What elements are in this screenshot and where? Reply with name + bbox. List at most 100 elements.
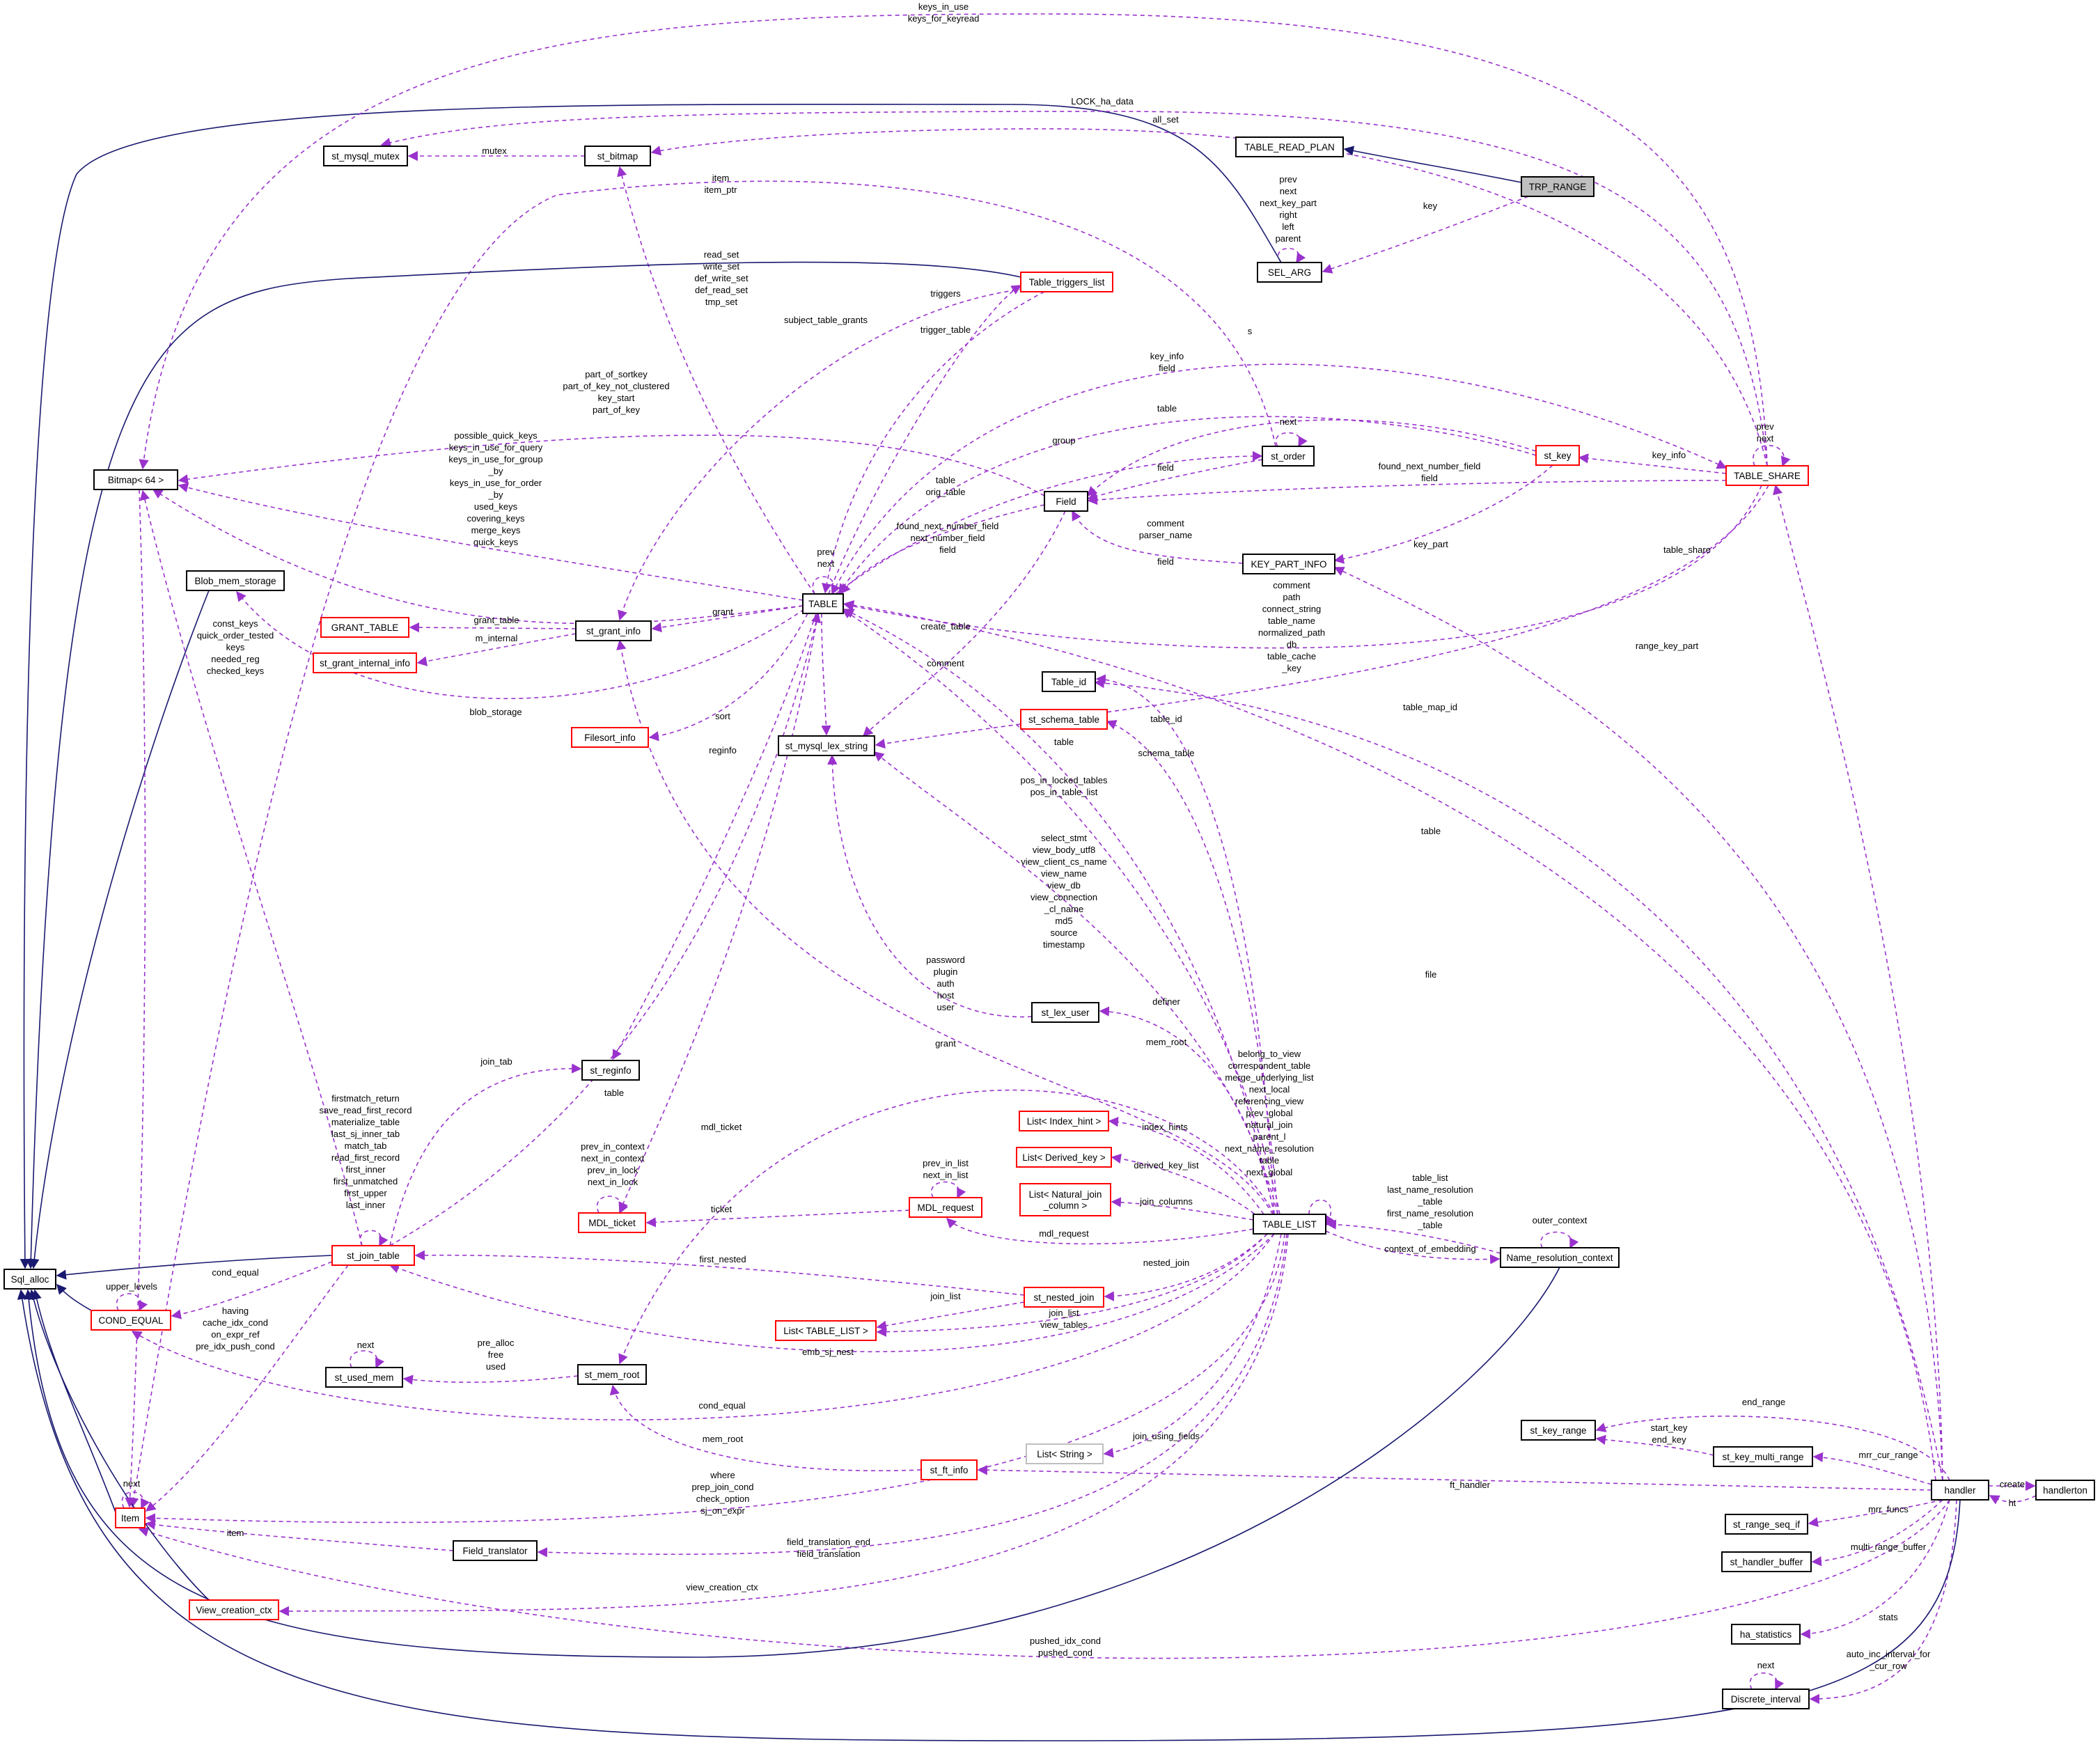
node-box (778, 735, 875, 756)
node-grant-table[interactable]: GRANT_TABLE (320, 617, 409, 638)
node-st-grant-info[interactable]: st_grant_info (575, 620, 652, 641)
e-item-sqlalloc (31, 1289, 116, 1513)
e-tablelist-fieldtrans (537, 1233, 1287, 1558)
node-st-used-mem[interactable]: st_used_mem (325, 1367, 403, 1388)
node-key-part-info[interactable]: KEY_PART_INFO (1242, 554, 1335, 574)
node-table-list[interactable]: TABLE_LIST (1253, 1214, 1326, 1235)
node-st-mysql-mutex[interactable]: st_mysql_mutex (323, 146, 408, 166)
node-box (1253, 1214, 1326, 1235)
node-box (1721, 1551, 1812, 1572)
node-label: List< Index_hint > (1027, 1116, 1102, 1127)
node-name-resolution-context[interactable]: Name_resolution_context (1500, 1247, 1620, 1268)
node-trp-range[interactable]: TRP_RANGE (1521, 176, 1594, 197)
node-filesort-info[interactable]: Filesort_info (571, 727, 649, 748)
edge-label-mrr-cur-range: mrr_cur_range (1858, 1450, 1918, 1460)
node-st-order[interactable]: st_order (1262, 446, 1315, 467)
node-item[interactable]: Item (115, 1507, 146, 1528)
node-box (775, 1320, 877, 1341)
node-sql-alloc[interactable]: Sql_alloc (3, 1269, 56, 1290)
edge-label-table-join: table (604, 1088, 624, 1098)
node-label: Blob_mem_storage (194, 576, 276, 586)
e-field-lexstring (862, 510, 1066, 737)
node-bitmap64[interactable]: Bitmap< 64 > (93, 469, 178, 490)
e-tablelist-mdlrequest (946, 1217, 1254, 1245)
edge-label-key: key (1423, 201, 1438, 211)
e-share-stkey (1578, 453, 1727, 474)
edge-label-mem-root-ft: mem_root (703, 1434, 744, 1444)
node-st-range-seq-if[interactable]: st_range_seq_if (1725, 1514, 1808, 1535)
e-multirange-keyrange (1595, 1434, 1714, 1456)
node-label: st_key_range (1530, 1425, 1586, 1436)
node-list-string[interactable]: List< String > (1026, 1443, 1104, 1464)
edge-label-nested-join: nested_join (1143, 1258, 1190, 1268)
node-list-derived-key[interactable]: List< Derived_key > (1016, 1147, 1112, 1168)
node-st-nested-join[interactable]: st_nested_join (1024, 1287, 1104, 1308)
node-mdl-ticket[interactable]: MDL_ticket (578, 1212, 646, 1233)
node-st-mem-root[interactable]: st_mem_root (577, 1364, 647, 1385)
e-tablelist-table-create (843, 609, 1275, 1215)
node-handler[interactable]: handler (1931, 1480, 1989, 1501)
node-table-share[interactable]: TABLE_SHARE (1725, 465, 1809, 486)
node-label: st_join_table (347, 1251, 400, 1261)
node-table-id[interactable]: Table_id (1042, 671, 1096, 692)
node-label: TRP_RANGE (1529, 182, 1587, 192)
node-st-key-range[interactable]: st_key_range (1521, 1420, 1596, 1441)
node-ha-statistics[interactable]: ha_statistics (1731, 1624, 1801, 1645)
node-st-handler-buffer[interactable]: st_handler_buffer (1721, 1551, 1812, 1572)
node-table[interactable]: TABLE (802, 593, 844, 614)
e-order-field (1087, 459, 1263, 501)
edge-label-ht: ht (2009, 1498, 2016, 1508)
e-handler-item (138, 1499, 1950, 1659)
node-st-key-multi-range[interactable]: st_key_multi_range (1713, 1446, 1813, 1467)
node-st-key[interactable]: st_key (1535, 445, 1580, 466)
node-box (93, 469, 178, 490)
node-view-creation-ctx[interactable]: View_creation_ctx (189, 1599, 279, 1620)
node-label: st_lex_user (1041, 1008, 1090, 1018)
e-share-lexstring (875, 485, 1769, 749)
node-table-read-plan[interactable]: TABLE_READ_PLAN (1235, 136, 1344, 157)
e-tablelist-natural (1111, 1197, 1254, 1221)
e-nested-listtl (876, 1301, 1025, 1331)
node-list-natural-join-column[interactable]: List< Natural_join_column > (1019, 1183, 1111, 1216)
node-blob-mem-storage[interactable]: Blob_mem_storage (186, 570, 285, 591)
node-st-bitmap[interactable]: st_bitmap (584, 146, 651, 166)
node-sel-arg[interactable]: SEL_ARG (1257, 262, 1322, 283)
node-label: Table_triggers_list (1029, 277, 1105, 288)
node-st-grant-internal-info[interactable]: st_grant_internal_info (313, 652, 417, 673)
node-field[interactable]: Field (1044, 491, 1088, 512)
node-st-reginfo[interactable]: st_reginfo (581, 1060, 640, 1081)
node-list-table-list[interactable]: List< TABLE_LIST > (775, 1320, 877, 1341)
edge-label-table-handler: table (1421, 826, 1441, 836)
node-cond-equal[interactable]: COND_EQUAL (91, 1310, 171, 1331)
node-label: List< TABLE_LIST > (783, 1326, 868, 1336)
e-trp-selarg (1322, 196, 1529, 274)
e-tablelist-schema (1106, 720, 1278, 1215)
node-list-index-hint[interactable]: List< Index_hint > (1019, 1111, 1109, 1131)
edge-label-field-order: field (1157, 462, 1174, 473)
e-ctx-sqlalloc (23, 1267, 1560, 1658)
node-table-triggers-list[interactable]: Table_triggers_list (1020, 272, 1113, 292)
node-discrete-interval[interactable]: Discrete_interval (1722, 1689, 1810, 1709)
node-st-mysql-lex-string[interactable]: st_mysql_lex_string (778, 735, 875, 756)
edge-label-join-tab: join_tab (480, 1056, 512, 1067)
node-st-join-table[interactable]: st_join_table (331, 1245, 415, 1266)
node-st-schema-table[interactable]: st_schema_table (1020, 709, 1108, 730)
node-mdl-request[interactable]: MDL_request (909, 1197, 982, 1218)
e-cond-sqlalloc (56, 1283, 92, 1311)
node-st-lex-user[interactable]: st_lex_user (1031, 1002, 1099, 1023)
e-handler-stats (1800, 1499, 1950, 1639)
node-label: TABLE_SHARE (1734, 471, 1801, 481)
node-handlerton[interactable]: handlerton (2035, 1480, 2095, 1501)
node-field-translator[interactable]: Field_translator (453, 1540, 538, 1561)
node-st-ft-info[interactable]: st_ft_info (920, 1459, 978, 1480)
node-label: Sql_alloc (11, 1274, 49, 1285)
e-bitmap64-item (125, 489, 146, 1508)
